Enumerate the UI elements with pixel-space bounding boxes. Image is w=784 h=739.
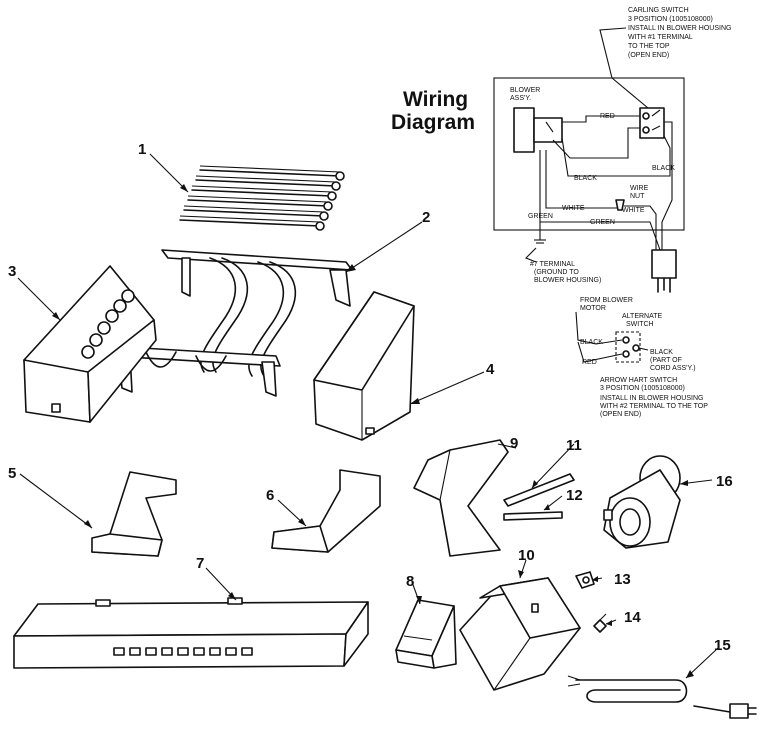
callout-10: 10 [518, 547, 535, 564]
callout-5: 5 [8, 465, 16, 482]
wire-red-label: RED [600, 113, 615, 120]
wire-green-label-mid: GREEN [590, 219, 615, 226]
svg-text:3 POSITION (1005108000): 3 POSITION (1005108000) [600, 385, 685, 392]
blower-assy-label-1: BLOWER [510, 87, 540, 94]
part-3-element-box [23, 265, 157, 423]
part-15-power-cord [567, 675, 757, 719]
part-16-blower-fan [603, 455, 681, 549]
part-11-bracket [503, 473, 575, 507]
part-10-blower-housing [459, 577, 581, 691]
part-13-switch [575, 571, 595, 589]
title-diagram: Diagram [391, 111, 475, 134]
callout-9: 9 [510, 435, 518, 452]
svg-text:(PART OF: (PART OF [650, 357, 682, 364]
part-5-side-panel [91, 471, 177, 557]
power-plug [651, 249, 677, 279]
svg-text:(OPEN END): (OPEN END) [600, 411, 641, 418]
svg-text:3 POSITION (1005108000): 3 POSITION (1005108000) [628, 16, 713, 23]
wire-nut-label-2: NUT [630, 193, 645, 200]
svg-text:ARROW HART SWITCH: ARROW HART SWITCH [600, 377, 677, 384]
wire-white-label-right: WHITE [622, 207, 645, 214]
svg-text:WITH #2 TERMINAL TO THE TOP: WITH #2 TERMINAL TO THE TOP [600, 403, 708, 410]
svg-text:(OPEN END): (OPEN END) [628, 52, 669, 59]
title-wiring: Wiring [403, 88, 468, 111]
wire-green-label-left: GREEN [528, 213, 553, 220]
svg-text:CARLING SWITCH: CARLING SWITCH [628, 7, 689, 14]
svg-text:ALTERNATE: ALTERNATE [622, 313, 663, 320]
ground-note-1: #7 TERMINAL [530, 261, 575, 268]
part-6-side-panel [271, 469, 381, 553]
callout-13: 13 [614, 571, 631, 588]
carling-switch-note: CARLING SWITCH 3 POSITION (1005108000) I… [599, 7, 731, 109]
part-7-base-housing [13, 597, 369, 669]
wire-white-label-left: WHITE [562, 205, 585, 212]
ground-note-3: BLOWER HOUSING) [534, 277, 601, 284]
callout-16: 16 [716, 473, 733, 490]
svg-text:INSTALL IN BLOWER HOUSING: INSTALL IN BLOWER HOUSING [628, 25, 731, 32]
callout-1: 1 [138, 141, 146, 158]
wire-black-label-top: BLACK [574, 175, 597, 182]
svg-text:INSTALL IN BLOWER HOUSING: INSTALL IN BLOWER HOUSING [600, 395, 703, 402]
callout-2: 2 [422, 209, 430, 226]
svg-text:SWITCH: SWITCH [626, 321, 654, 328]
svg-text:WITH #1 TERMINAL: WITH #1 TERMINAL [628, 34, 693, 41]
blower-motor-box [533, 117, 563, 143]
callout-8: 8 [406, 573, 414, 590]
blower-assy-label-2: ASS'Y. [510, 95, 531, 102]
callout-12: 12 [566, 487, 583, 504]
svg-text:CORD ASS'Y.): CORD ASS'Y.) [650, 365, 696, 372]
blower-motor-shape [513, 107, 535, 153]
svg-text:TO THE TOP: TO THE TOP [628, 43, 670, 50]
alternate-switch: FROM BLOWER MOTOR ALTERNATE SWITCH BLACK… [575, 297, 708, 418]
svg-text:FROM BLOWER: FROM BLOWER [580, 297, 633, 304]
part-9-blower-shroud [413, 439, 509, 557]
wire-nut-shape [615, 199, 625, 211]
callout-numbers: 1 2 3 4 5 6 7 8 9 10 11 12 13 14 15 16 [8, 141, 733, 654]
wire-nut-label-1: WIRE [630, 185, 649, 192]
svg-text:RED: RED [582, 359, 597, 366]
wiring-box [493, 77, 685, 231]
callout-7: 7 [196, 555, 204, 572]
part-14-connector [593, 613, 607, 633]
callout-11: 11 [566, 437, 582, 454]
callout-6: 6 [266, 487, 274, 504]
part-4-cover [313, 291, 415, 441]
svg-text:BLACK: BLACK [650, 349, 673, 356]
carling-switch-shape [639, 107, 665, 139]
callout-3: 3 [8, 263, 16, 280]
part-12-bracket [503, 511, 563, 521]
callout-arrowheads [52, 184, 694, 678]
wire-black-label-right: BLACK [652, 165, 675, 172]
part-1-heating-rods [179, 165, 345, 231]
ground-note-2: (GROUND TO [534, 269, 579, 276]
svg-text:MOTOR: MOTOR [580, 305, 606, 312]
callout-14: 14 [624, 609, 641, 626]
callout-4: 4 [486, 361, 495, 378]
part-8-duct-adapter [395, 599, 457, 669]
svg-text:BLACK: BLACK [580, 339, 603, 346]
callout-15: 15 [714, 637, 731, 654]
wiring-diagram: Wiring Diagram CARLING SWITCH 3 POSITION… [391, 7, 731, 418]
